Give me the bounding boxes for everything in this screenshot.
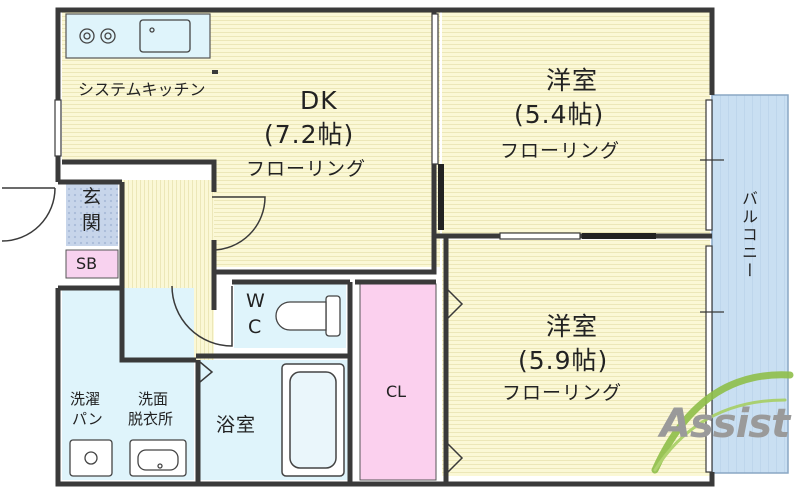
sliding-door-dark-2 bbox=[582, 233, 656, 239]
western-2-floor: フローリング bbox=[502, 382, 623, 404]
entrance-label-1: 玄 bbox=[82, 186, 103, 208]
shoebox-label: SB bbox=[76, 254, 98, 273]
dk-name: DK bbox=[300, 86, 338, 115]
entrance-label-2: 関 bbox=[82, 212, 103, 234]
kitchen-wall-gap bbox=[212, 70, 218, 74]
balcony-label: バルコニー bbox=[739, 190, 758, 280]
assist-logo bbox=[651, 371, 794, 474]
wc-label-2: C bbox=[248, 316, 263, 338]
doors bbox=[1, 187, 464, 475]
balcony-marks bbox=[700, 159, 724, 313]
sink-icon bbox=[139, 19, 191, 53]
dk-floor: フローリング bbox=[246, 158, 367, 180]
shoebox-area bbox=[65, 249, 119, 279]
windows bbox=[54, 13, 713, 473]
washer-pan-icon bbox=[69, 439, 113, 477]
kitchen-label: システムキッチン bbox=[78, 80, 206, 99]
wash-basin-icon bbox=[129, 439, 187, 477]
bath-label: 浴室 bbox=[216, 414, 257, 436]
washer-label-2: パン bbox=[72, 410, 103, 428]
western-2-floor bbox=[442, 240, 710, 476]
entrance-tile bbox=[66, 180, 118, 246]
western-1-floor: フローリング bbox=[500, 140, 621, 162]
western-1-size: (5.4帖) bbox=[514, 100, 605, 129]
toilet-icon bbox=[275, 295, 341, 337]
walls bbox=[55, 7, 715, 487]
stove-icon bbox=[79, 28, 116, 44]
western-1-floor bbox=[442, 12, 710, 236]
washroom-label-2: 脱衣所 bbox=[128, 410, 174, 428]
bathtub-icon bbox=[281, 363, 345, 477]
western-1-name: 洋室 bbox=[546, 66, 599, 95]
dk-size: (7.2帖) bbox=[264, 120, 355, 149]
assist-logo-text: Assist bbox=[660, 401, 790, 447]
closet-label: CL bbox=[386, 382, 407, 401]
sliding-door-dark bbox=[438, 164, 444, 230]
wc-label-1: W bbox=[246, 290, 266, 312]
washer-label-1: 洗濯 bbox=[70, 390, 101, 408]
western-2-name: 洋室 bbox=[546, 312, 599, 341]
washroom-label-1: 洗面 bbox=[138, 390, 169, 408]
dk-floor bbox=[212, 12, 440, 267]
western-2-size: (5.9帖) bbox=[518, 346, 609, 375]
